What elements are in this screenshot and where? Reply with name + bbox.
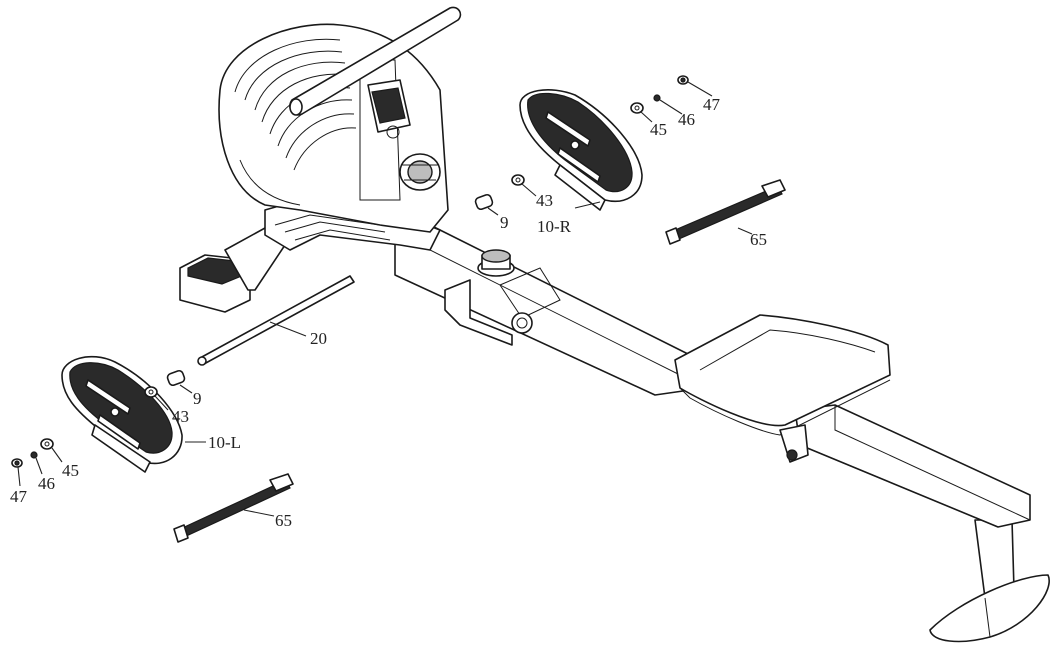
label-bolt-right: 47 [703,95,721,114]
rear-stabilizer [929,519,1050,643]
label-strap-right: 65 [750,230,767,249]
label-washer-flat-right: 43 [536,191,553,210]
label-washer-small-left: 46 [38,474,55,493]
strap-right [665,179,786,245]
main-rail-rear [794,404,1031,528]
hardware-right [474,75,689,211]
strap-left [173,473,294,543]
hardware-left [11,369,186,468]
front-base [179,199,441,313]
label-strap-left: 65 [275,511,292,530]
label-washer-small-right: 46 [678,110,695,129]
label-sleeve-right: 9 [500,213,509,232]
part-number-labels: 47 46 45 43 9 10-R 65 20 9 43 10-L 45 46… [10,95,767,530]
label-washer-left: 45 [62,461,79,480]
label-bolt-left: 47 [10,487,28,506]
pedal-left [61,355,183,473]
label-axle: 20 [310,329,327,348]
flywheel-housing [218,23,449,233]
main-rail-front [394,224,691,396]
label-pedal-left: 10-L [208,433,241,452]
seat [674,314,891,463]
label-washer-right: 45 [650,120,667,139]
label-washer-flat-left: 43 [172,407,189,426]
leader-lines [17,81,753,517]
handle-bar [289,6,462,116]
label-sleeve-left: 9 [193,389,202,408]
axle-rod [197,275,355,366]
adjustment-knob [477,249,515,277]
label-pedal-right: 10-R [537,217,572,236]
pedal-right [519,89,643,211]
